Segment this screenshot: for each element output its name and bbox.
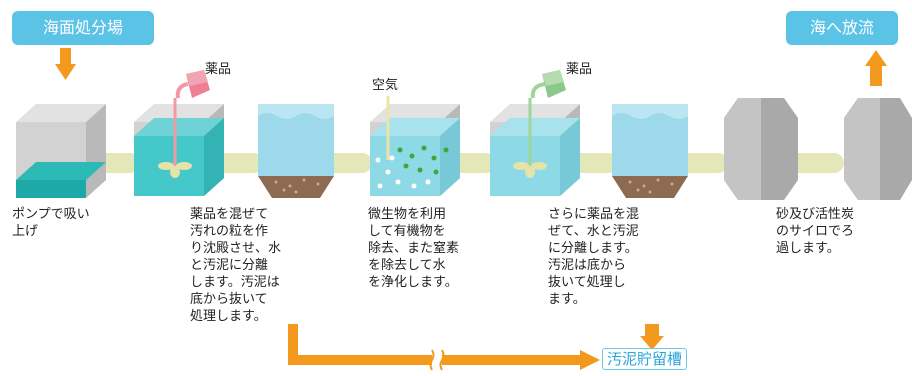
text-line: 汚泥は底から [548, 258, 627, 273]
settling-tank-1 [258, 104, 334, 198]
text-line: します。汚泥は [190, 275, 280, 290]
text-line: して有機物を [368, 224, 446, 239]
pipe-2 [212, 153, 264, 173]
chemical-bottle-1 [175, 70, 210, 99]
arrow-up-outflow [870, 64, 882, 86]
arrow-up-outflow-head [865, 50, 887, 66]
source-label-text: 海面処分場 [42, 18, 123, 37]
text-line: さらに薬品を混 [548, 207, 640, 222]
pipe-6 [676, 153, 728, 173]
chemical-label-1: 薬品 [205, 62, 232, 77]
arrow-down-sludge [645, 324, 659, 338]
filter-description: 砂及び活性炭 のサイロでろ 過します。 [776, 206, 854, 257]
arrow-down-sludge-head [640, 336, 664, 350]
discharge-label-text: 海へ放流 [809, 18, 874, 37]
sludge-storage-label: 汚泥貯留槽 [602, 348, 688, 370]
settle-1-description: 薬品を混ぜて 汚れの粒を作 り沈殿させ、水 と汚泥に分離 します。汚泥は 底から… [190, 206, 281, 325]
text-line: 上げ [12, 224, 39, 239]
discharge-label: 海へ放流 [786, 11, 898, 45]
text-line: のサイロでろ [776, 224, 855, 239]
text-line: 底から抜いて [190, 292, 268, 307]
air-label: 空気 [372, 78, 399, 93]
settling-tank-2 [612, 104, 688, 198]
text-line: を除去して水 [368, 258, 446, 273]
sludge-line [288, 324, 432, 365]
mixing-tank-2 [490, 98, 580, 196]
arrow-down-inflow-head [55, 64, 76, 80]
text-line: 抜いて処理し [548, 275, 626, 290]
filter-silo-2 [844, 98, 912, 200]
arrows [55, 48, 887, 371]
pipe-7 [790, 153, 844, 173]
arrow-down-inflow [60, 48, 71, 66]
text-line: を浄化します。 [368, 275, 458, 290]
text-line: ぜて、水と汚泥 [548, 224, 639, 239]
text-line: と汚泥に分離 [190, 258, 269, 273]
text-line: 薬品を混ぜて [190, 207, 269, 222]
bio-description: 微生物を利用 して有機物を 除去、また窒素 を除去して水 を浄化します。 [368, 206, 459, 291]
source-label: 海面処分場 [12, 11, 154, 45]
text-line: り沈殿させ、水 [190, 241, 282, 256]
text-line: 処理します。 [190, 309, 267, 324]
sludge-line-head [580, 350, 600, 370]
settle-2-description: さらに薬品を混 ぜて、水と汚泥 に分離します。 汚泥は底から 抜いて処理し ます… [548, 206, 639, 308]
bio-tank [370, 96, 460, 196]
filter-silo-1 [724, 98, 798, 200]
text-line: 砂及び活性炭 [776, 207, 855, 222]
mixing-tank-1 [134, 98, 224, 196]
text-line: ます。 [548, 292, 586, 307]
text-line: 微生物を利用 [368, 207, 447, 222]
pump-description: ポンプで吸い 上げ [12, 206, 90, 240]
text-line: ポンプで吸い [12, 207, 90, 222]
chemical-label-2: 薬品 [566, 62, 593, 77]
text-line: 除去、また窒素 [368, 241, 460, 256]
text-line: に分離します。 [548, 241, 638, 256]
chemical-bottle-2 [530, 70, 566, 99]
text-line: 過します。 [776, 241, 840, 256]
pump-tank [16, 104, 106, 198]
text-line: 汚れの粒を作 [190, 224, 269, 239]
